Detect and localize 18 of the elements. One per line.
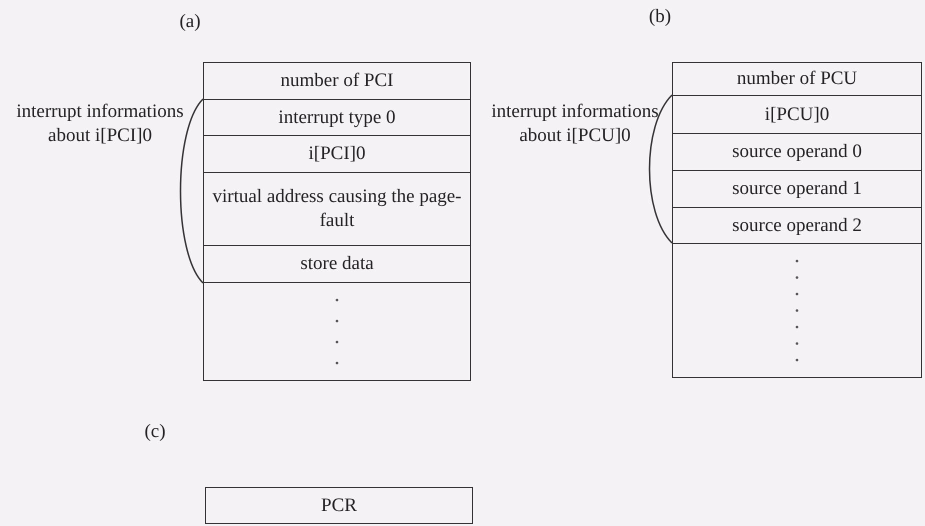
memory-cell [203, 282, 471, 381]
memory-cell [672, 243, 922, 378]
memory-cell: virtual address causing the page-fault [203, 172, 471, 246]
memory-cell: PCR [205, 487, 473, 524]
annotation-text: interrupt informations about i[PCU]0 [490, 100, 660, 148]
panel-label: (a) [178, 10, 202, 34]
memory-cell: interrupt type 0 [203, 99, 471, 136]
memory-cell: source operand 1 [672, 170, 922, 208]
annotation-text: interrupt informations about i[PCI]0 [15, 100, 185, 148]
memory-cell: i[PCI]0 [203, 135, 471, 173]
memory-cell: source operand 2 [672, 207, 922, 244]
memory-cell: number of PCU [672, 62, 922, 96]
memory-cell: store data [203, 245, 471, 283]
memory-cell: source operand 0 [672, 133, 922, 171]
memory-cell: i[PCU]0 [672, 95, 922, 134]
panel-label: (c) [143, 420, 167, 444]
memory-cell: number of PCI [203, 62, 471, 100]
panel-label: (b) [648, 5, 672, 29]
